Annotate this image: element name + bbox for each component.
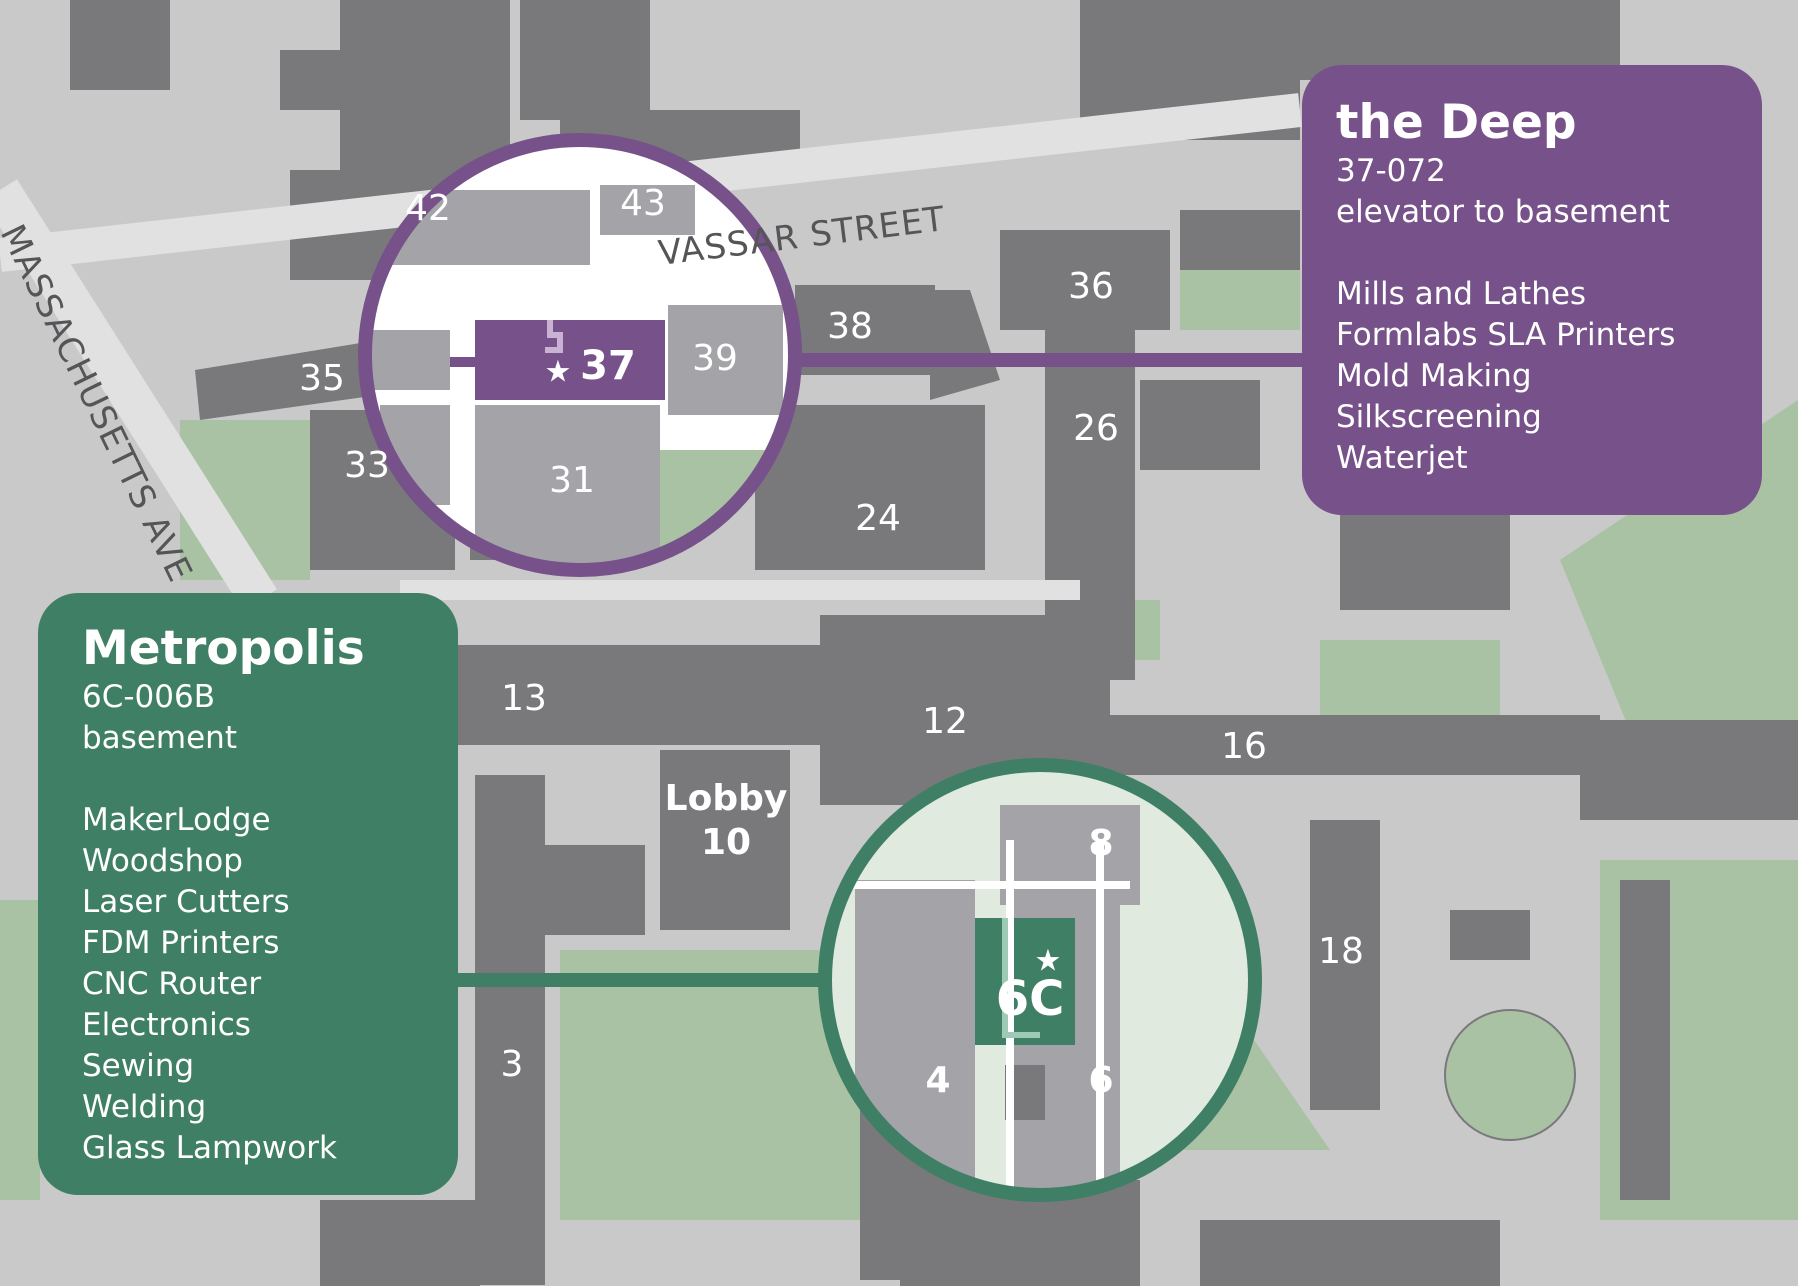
metropolis-item: Laser Cutters [82,884,290,920]
building-label-39: 39 [692,338,738,379]
building-label-10: 10 [701,822,751,863]
star-icon: ★ [1035,944,1062,979]
the-deep-item: Mills and Lathes [1336,276,1587,312]
building-label-35: 35 [299,358,345,399]
building-label-6c: 6C [996,971,1065,1027]
metropolis-access: basement [82,720,237,756]
building-label-8: 8 [1088,823,1113,864]
the-deep-item: Silkscreening [1336,399,1542,435]
building-label-26: 26 [1073,408,1119,449]
the-deep-item: Mold Making [1336,358,1532,394]
building-label-43: 43 [620,183,666,224]
the-deep-title: the Deep [1336,95,1577,150]
metropolis-panel: Metropolis 6C-006B basement MakerLodge W… [38,593,458,1195]
building-label-6: 6 [1088,1060,1113,1101]
metropolis-item: Sewing [82,1048,195,1084]
building-label-16: 16 [1221,726,1267,767]
building-label-4: 4 [925,1060,950,1101]
metropolis-magnifier [825,765,1255,1195]
building-label-13: 13 [501,678,547,719]
the-deep-item: Waterjet [1336,440,1468,476]
building-label-37: 37 [580,343,636,389]
building-label-33: 33 [344,445,390,486]
star-icon: ★ [545,355,572,390]
metropolis-item: MakerLodge [82,802,271,838]
metropolis-item: Woodshop [82,843,243,879]
the-deep-panel: the Deep 37-072 elevator to basement Mil… [1302,65,1762,515]
metropolis-title: Metropolis [82,621,365,676]
building-label-3: 3 [501,1044,524,1085]
building-label-18: 18 [1318,931,1364,972]
metropolis-item: Glass Lampwork [82,1130,337,1166]
metropolis-item: Welding [82,1089,207,1125]
metropolis-item: Electronics [82,1007,251,1043]
building-label-31: 31 [549,460,595,501]
building-label-lobby: Lobby [665,778,788,819]
building-label-24: 24 [855,498,901,539]
the-deep-access: elevator to basement [1336,194,1670,230]
building-label-42: 42 [405,188,451,229]
metropolis-item: FDM Printers [82,925,280,961]
metropolis-item: CNC Router [82,966,262,1002]
the-deep-room: 37-072 [1336,153,1446,189]
building-label-12: 12 [922,701,968,742]
building-label-38: 38 [827,306,873,347]
metropolis-room: 6C-006B [82,679,215,715]
round-lawn [1444,1009,1576,1141]
the-deep-item: Formlabs SLA Printers [1336,317,1676,353]
building-label-36: 36 [1068,266,1114,307]
